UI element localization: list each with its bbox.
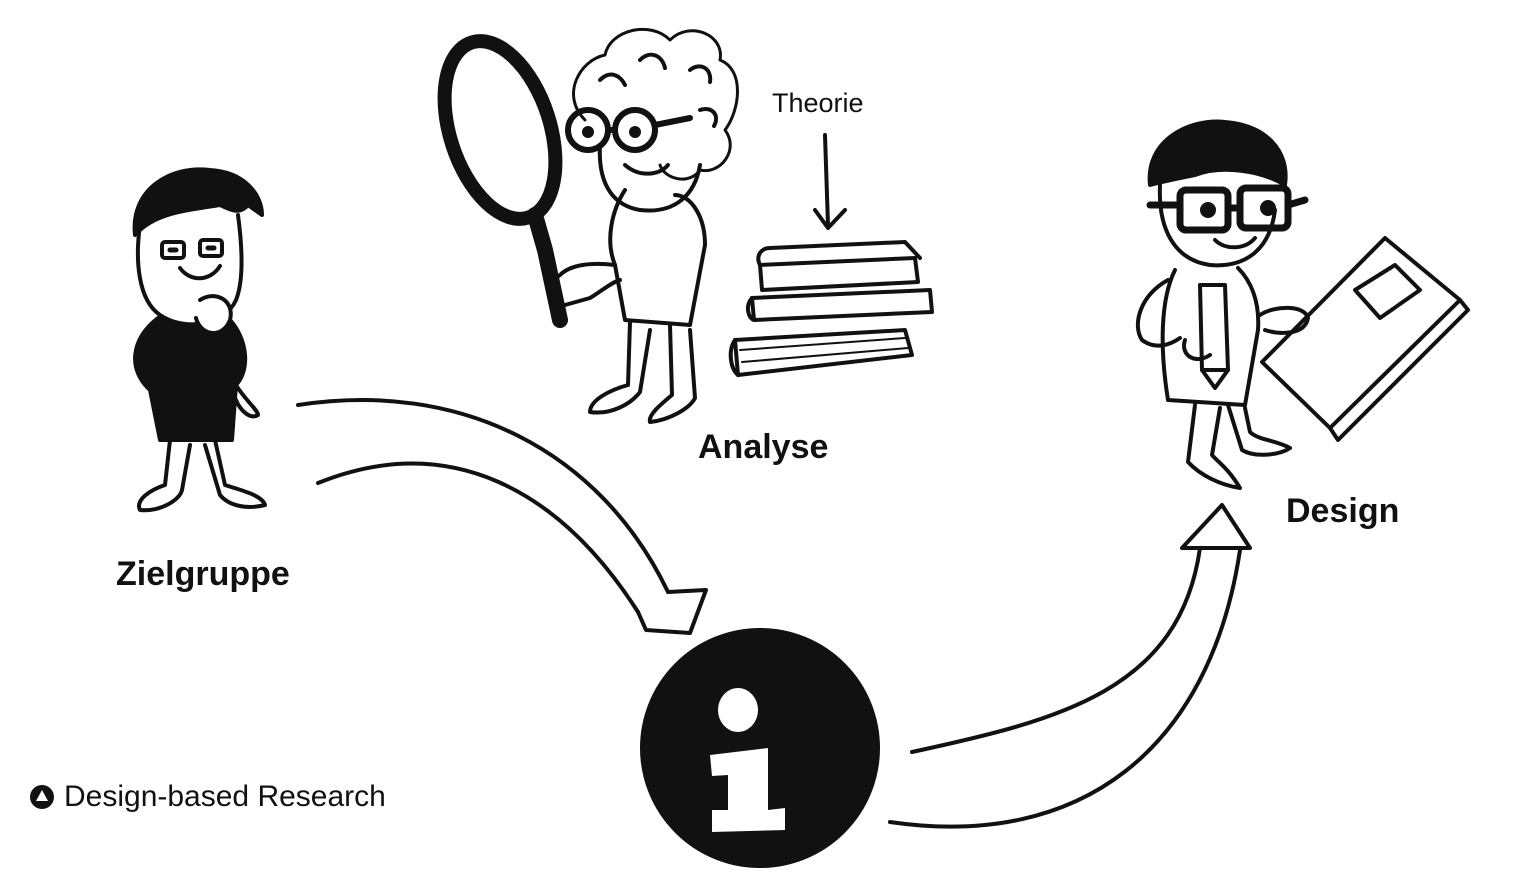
book-stack: [728, 240, 934, 377]
design-figure: [1136, 119, 1470, 490]
label-analyse: Analyse: [698, 428, 829, 466]
triangle-circle-icon: [30, 785, 54, 809]
label-theorie: Theorie: [772, 88, 864, 118]
caption-text: Design-based Research: [64, 780, 386, 813]
label-zielgruppe: Zielgruppe: [116, 555, 290, 593]
flow-arrow-to-center: [296, 398, 708, 635]
label-design: Design: [1286, 492, 1400, 530]
analyse-figure: [437, 27, 739, 424]
flow-arrow-to-design: [888, 503, 1252, 829]
theorie-arrow: [813, 133, 847, 230]
info-icon: [640, 628, 880, 868]
caption: Design-based Research: [30, 780, 386, 814]
zielgruppe-figure: [132, 167, 267, 513]
